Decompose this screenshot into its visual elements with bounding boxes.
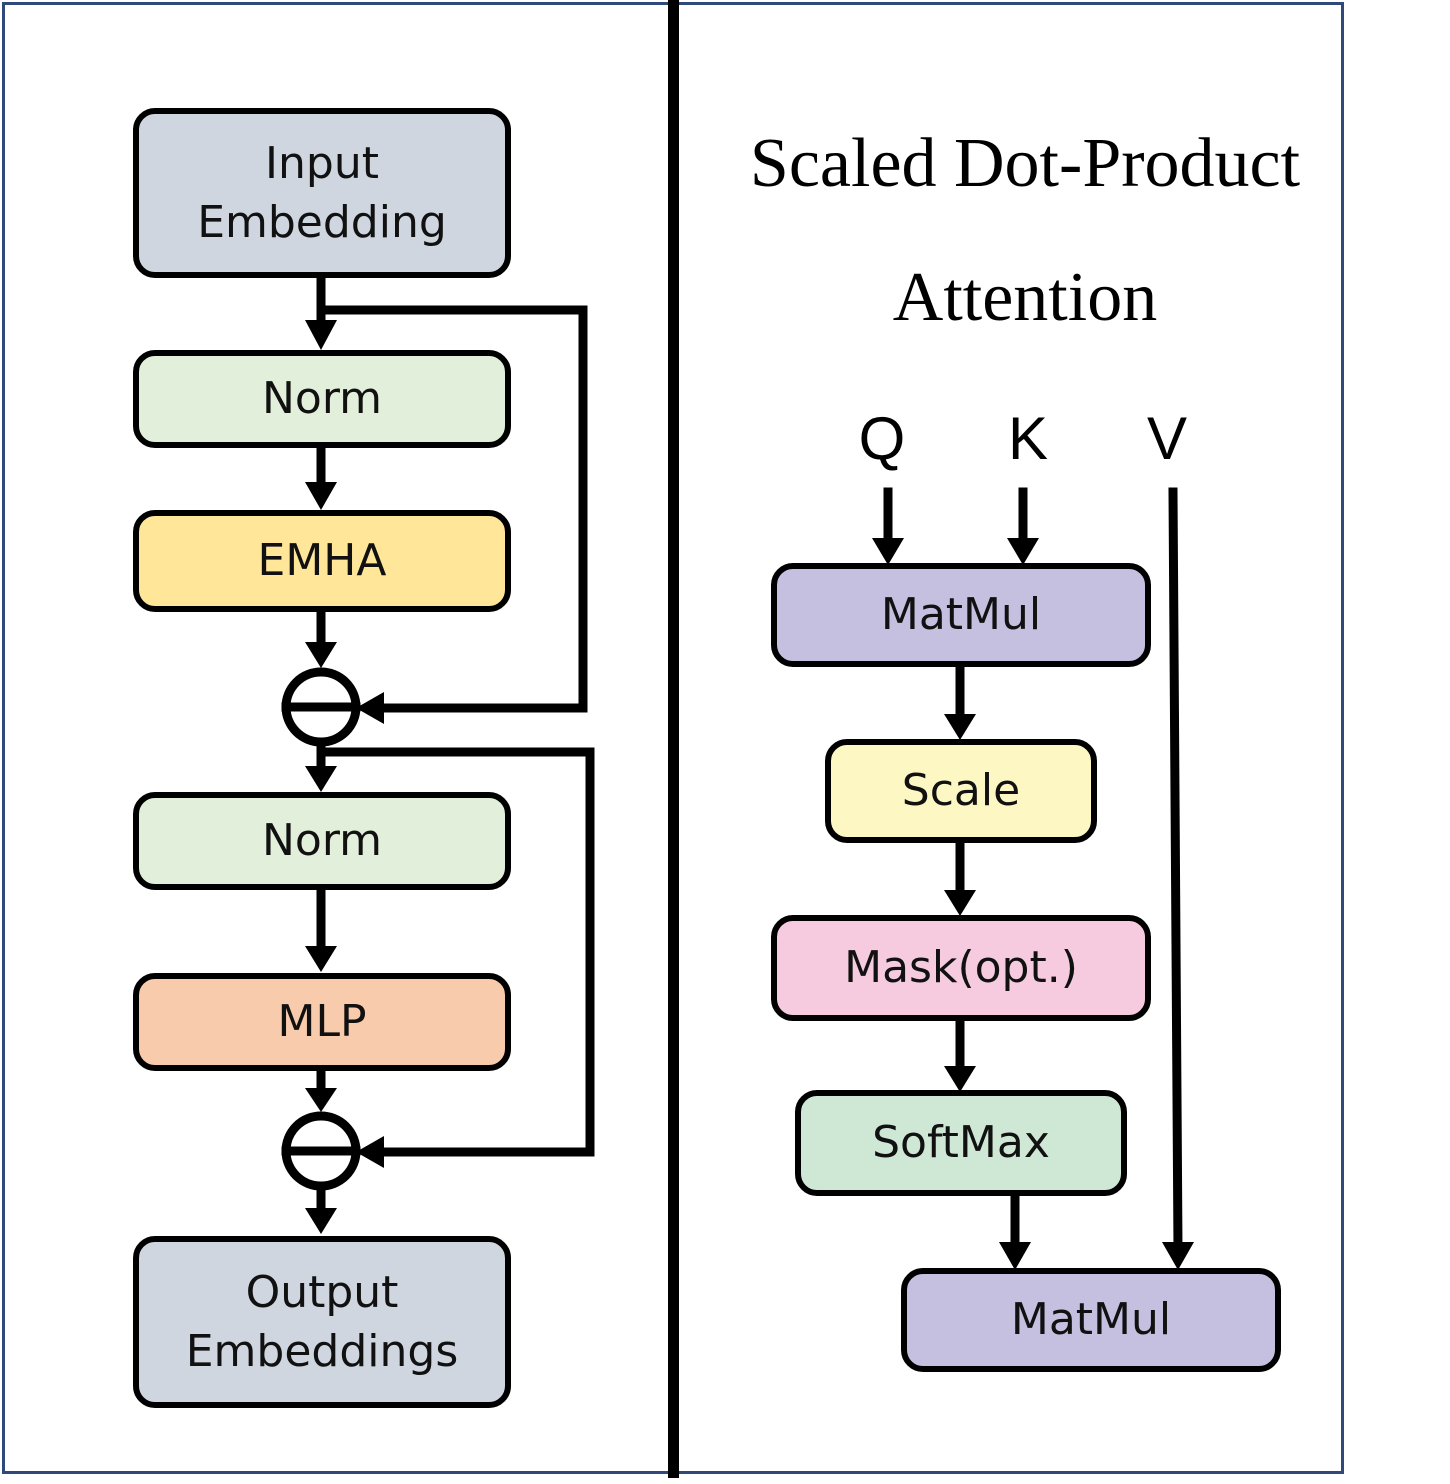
arrowhead — [356, 692, 384, 724]
arrowhead — [1162, 1242, 1194, 1270]
mlp-label: MLP — [277, 996, 367, 1048]
norm-box-1: Norm — [133, 350, 511, 448]
q-label: Q — [858, 405, 906, 472]
arrowhead — [305, 1208, 337, 1234]
arrowhead — [1007, 538, 1039, 565]
arrow-v-to-matmul — [1168, 487, 1183, 1255]
arrowhead — [305, 1088, 337, 1112]
softmax-box: SoftMax — [795, 1090, 1127, 1196]
k-label: K — [1007, 405, 1049, 472]
residual-connection-2 — [316, 747, 595, 1157]
arrowhead — [944, 890, 976, 916]
input-embedding-label: Input Embedding — [197, 137, 447, 248]
scale-label: Scale — [901, 765, 1021, 817]
output-embeddings-label: Output Embeddings — [185, 1266, 459, 1377]
v-label: V — [1146, 405, 1188, 472]
matmul-label-2: MatMul — [1010, 1294, 1172, 1346]
arrowhead — [356, 1136, 384, 1168]
residual-connection-1 — [316, 305, 588, 713]
mlp-box: MLP — [133, 973, 511, 1071]
attention-title-line1: Scaled Dot-Product — [749, 125, 1301, 202]
emha-box: EMHA — [133, 510, 511, 612]
attention-title-line2: Attention — [892, 259, 1158, 336]
norm-label-1: Norm — [261, 373, 382, 425]
arrowhead — [305, 946, 337, 972]
matmul-box-1: MatMul — [771, 563, 1151, 667]
norm-box-2: Norm — [133, 792, 511, 890]
arrowhead — [305, 482, 337, 510]
arrowhead — [305, 642, 337, 668]
arrowhead — [305, 320, 337, 350]
softmax-label: SoftMax — [872, 1117, 1050, 1169]
mask-box: Mask(opt.) — [771, 915, 1151, 1021]
arrowhead — [944, 714, 976, 740]
matmul-box-2: MatMul — [901, 1268, 1281, 1372]
arrowhead — [872, 538, 904, 565]
input-embedding-box: Input Embedding — [133, 108, 511, 278]
norm-label-2: Norm — [261, 815, 382, 867]
arrowhead — [944, 1066, 976, 1092]
output-embeddings-box: Output Embeddings — [133, 1236, 511, 1408]
arrowhead — [999, 1242, 1031, 1270]
emha-label: EMHA — [257, 535, 387, 587]
mask-label: Mask(opt.) — [844, 942, 1078, 994]
arrowhead — [305, 766, 337, 792]
panel-divider — [668, 0, 679, 1478]
scale-box: Scale — [825, 739, 1097, 843]
matmul-label-1: MatMul — [880, 589, 1042, 641]
